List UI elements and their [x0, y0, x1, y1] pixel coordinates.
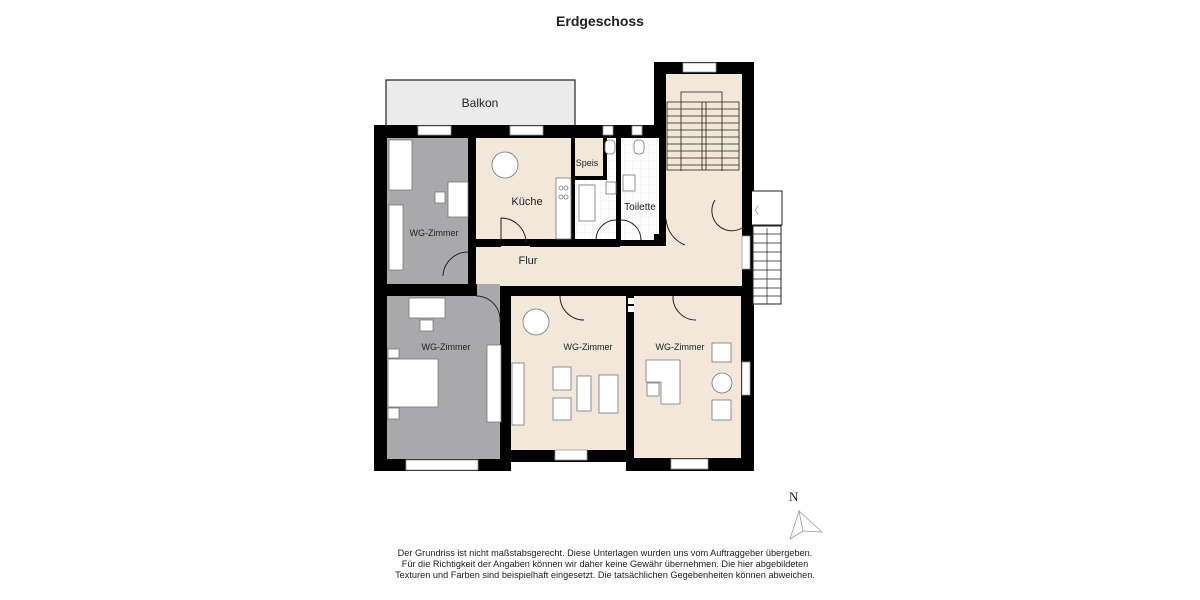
shaft	[628, 298, 634, 304]
exterior-notch	[511, 462, 626, 474]
wall	[586, 286, 668, 296]
wall	[500, 286, 560, 296]
room-kueche-floor	[476, 138, 571, 239]
shaft	[628, 306, 634, 312]
wall	[654, 234, 666, 246]
disclaimer-line-3: Texturen und Farben sind beispielhaft ei…	[395, 570, 815, 580]
doors	[442, 199, 743, 323]
room-label-kueche: Küche	[511, 196, 542, 208]
wall	[696, 286, 742, 296]
room-label-wg-zimmer-4: WG-Zimmer	[656, 342, 705, 352]
room-label-balkon: Balkon	[462, 96, 499, 110]
room-label-flur: Flur	[519, 255, 538, 267]
room-speis-floor	[575, 138, 603, 176]
disclaimer-line-2: Für die Richtigkeit der Angaben können w…	[401, 559, 809, 569]
bath-fixtures	[578, 139, 645, 222]
room-label-wg-zimmer-2: WG-Zimmer	[422, 342, 471, 352]
compass-arrow-icon	[789, 509, 824, 540]
wall	[571, 138, 575, 240]
wg2-floor-ext	[476, 284, 500, 298]
wall	[468, 138, 476, 246]
wall	[387, 284, 477, 296]
furniture-wg-zimmer-2	[387, 297, 502, 423]
disclaimer: Der Grundriss ist nicht maßstabsgerecht.…	[380, 548, 830, 581]
disclaimer-line-1: Der Grundriss ist nicht maßstabsgerecht.…	[397, 548, 813, 558]
furniture-wg-zimmer-1	[388, 139, 469, 271]
wall	[476, 239, 501, 247]
room-label-speis: Speis	[576, 158, 599, 168]
furniture-wg-zimmer-3	[511, 308, 619, 426]
flur-floor-ext2	[700, 234, 742, 294]
room-label-wg-zimmer-1: WG-Zimmer	[410, 228, 459, 238]
room-label-toilette: Toilette	[624, 202, 656, 213]
bath-floor-ext	[607, 138, 617, 180]
windows	[405, 62, 751, 471]
wall	[500, 286, 511, 459]
svg-text:〈: 〈	[749, 205, 759, 217]
room-label-wg-zimmer-3: WG-Zimmer	[564, 342, 613, 352]
staircase-interior	[666, 91, 740, 171]
furniture-kueche	[491, 151, 572, 240]
entrance-stairs: 〈	[749, 190, 783, 305]
compass-north-label: N	[789, 489, 799, 504]
wall	[616, 138, 621, 240]
stairwell-floor	[666, 74, 742, 234]
wall	[626, 296, 634, 458]
floor-title: Erdgeschoss	[556, 13, 644, 29]
balcony	[385, 79, 576, 127]
furniture-wg-zimmer-4	[645, 342, 733, 421]
wall	[530, 239, 620, 247]
